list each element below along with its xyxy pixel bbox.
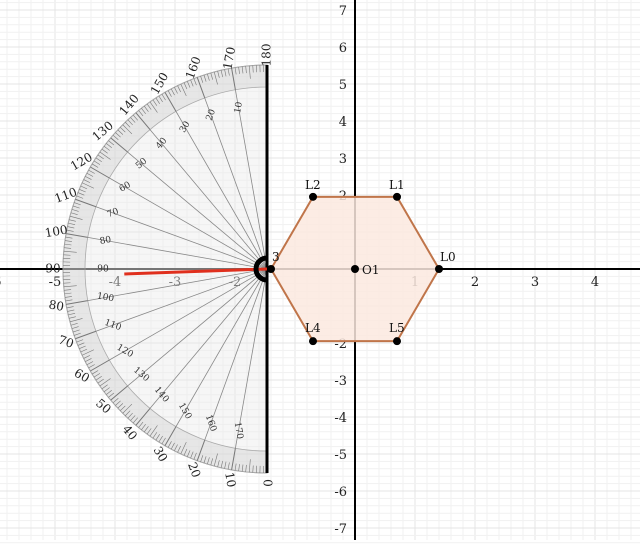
- protractor-outer-label: 90: [45, 262, 60, 276]
- x-tick-label: 3: [531, 275, 539, 290]
- protractor-inner-label: 90: [97, 265, 109, 275]
- y-tick-label: 5: [339, 78, 347, 93]
- protractor-outer-label: 80: [48, 297, 65, 313]
- protractor-outer-label: 10: [222, 471, 238, 488]
- x-tick-label: 4: [591, 275, 599, 290]
- point-l0[interactable]: [435, 265, 443, 273]
- protractor-outer-label: 180: [260, 44, 274, 67]
- y-tick-label: -5: [334, 448, 347, 463]
- point-label: L2: [305, 178, 321, 192]
- point-l1[interactable]: [393, 193, 401, 201]
- y-tick-label: -4: [334, 411, 347, 426]
- y-tick-label: 6: [339, 41, 347, 56]
- protractor-outer-label: 0: [261, 479, 275, 487]
- y-tick-label: 7: [339, 4, 347, 19]
- point-label: L0: [440, 250, 456, 264]
- protractor-inner-label: 80: [99, 235, 112, 247]
- y-tick-label: 4: [339, 115, 347, 130]
- point-l5[interactable]: [393, 337, 401, 345]
- point-l4[interactable]: [309, 337, 317, 345]
- y-tick-label: -7: [334, 522, 347, 537]
- point-label: O1: [362, 263, 379, 277]
- point-label: L5: [389, 321, 405, 335]
- y-tick-label: -6: [334, 485, 347, 500]
- x-tick-label: -6: [0, 275, 1, 290]
- y-tick-label: 3: [339, 152, 347, 167]
- protractor-inner-label: 10: [233, 101, 245, 114]
- x-tick-label: 2: [471, 275, 479, 290]
- y-tick-label: -3: [334, 374, 347, 389]
- point-l2[interactable]: [309, 193, 317, 201]
- point-label: L1: [389, 178, 405, 192]
- point-l3[interactable]: [267, 265, 275, 273]
- point-label: 3: [272, 250, 280, 264]
- protractor[interactable]: 0102030405060708090100110120130140150160…: [44, 44, 275, 489]
- point-o1[interactable]: [351, 265, 359, 273]
- x-tick-label: -5: [49, 275, 62, 290]
- point-label: L4: [305, 321, 321, 335]
